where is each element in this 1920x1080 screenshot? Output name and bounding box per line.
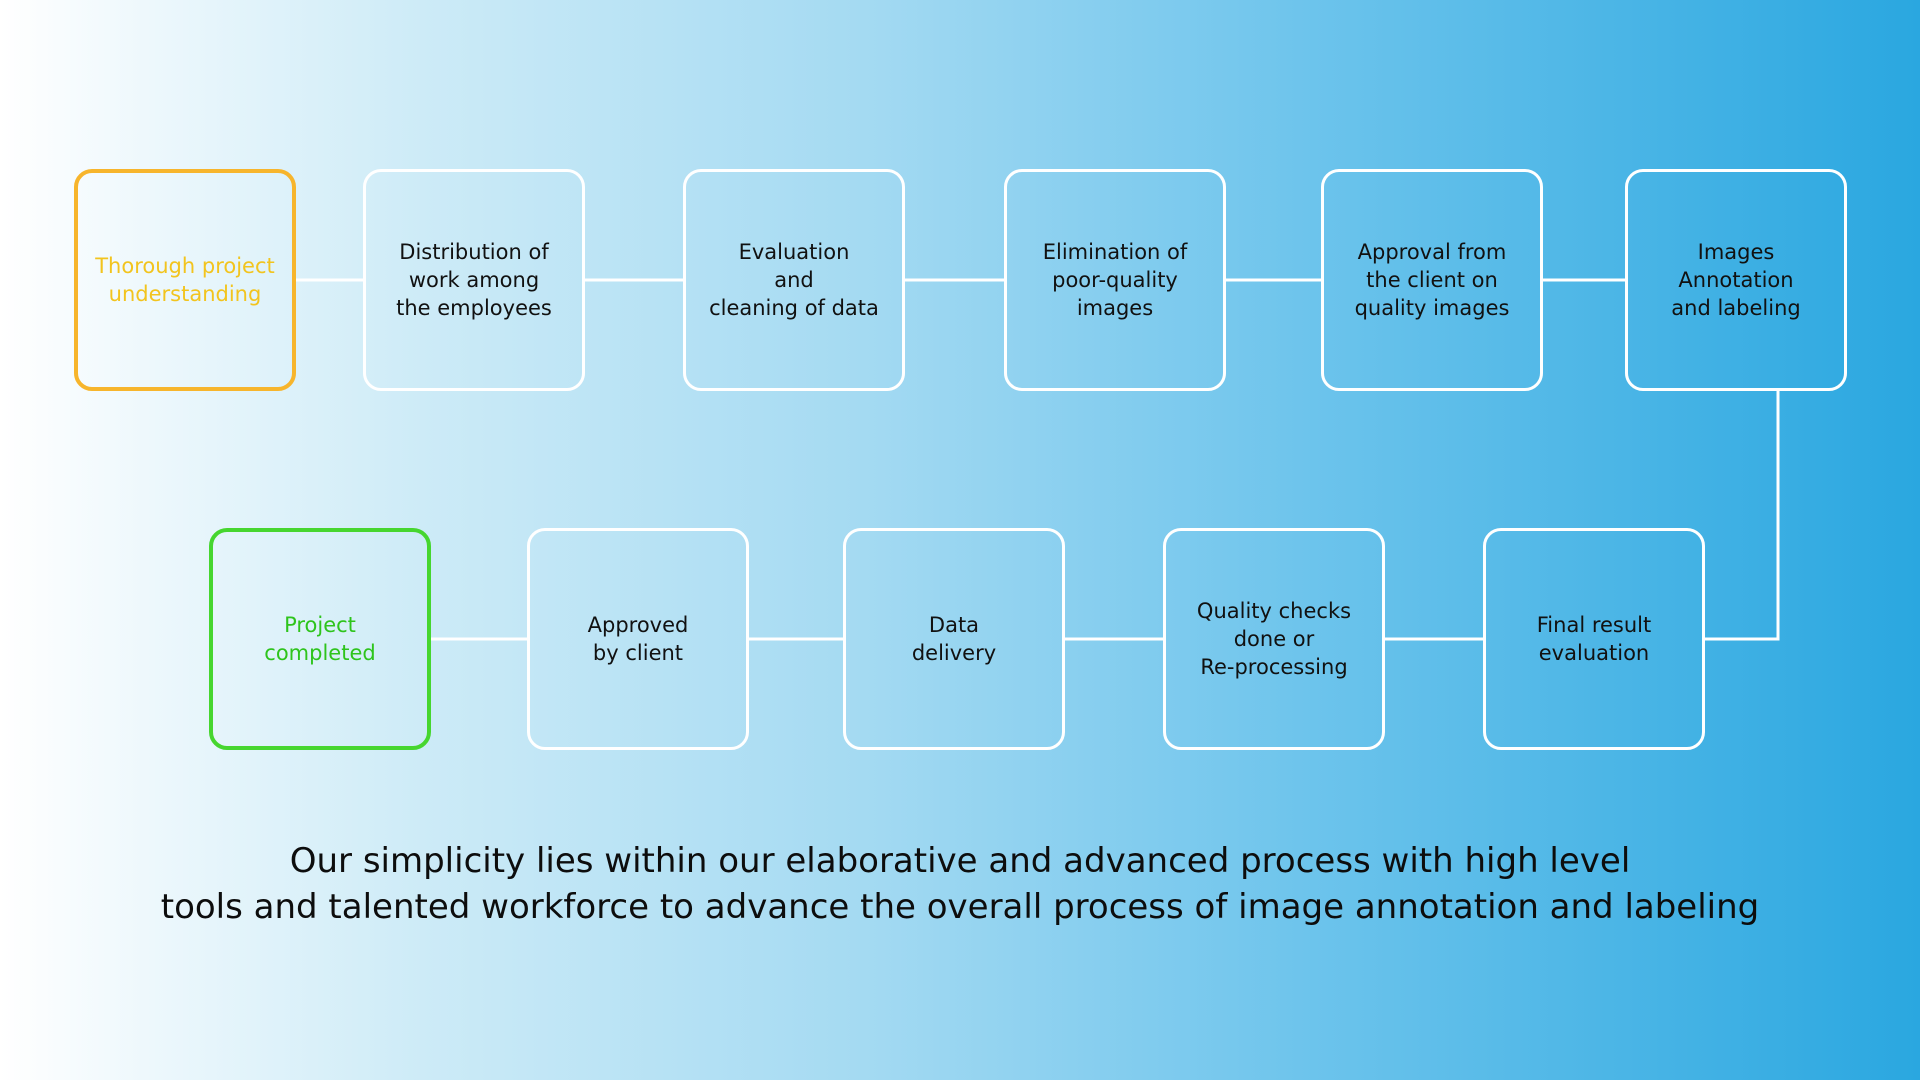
step-thorough-project-understanding: Thorough project understanding: [74, 169, 296, 391]
step-images-annotation-labeling: Images Annotation and labeling: [1625, 169, 1847, 391]
step-data-delivery: Data delivery: [843, 528, 1065, 750]
connector-6-7: [1705, 391, 1780, 641]
step-label: Images Annotation and labeling: [1671, 240, 1801, 320]
step-label: Project completed: [264, 613, 376, 665]
tagline: Our simplicity lies within our elaborati…: [0, 838, 1920, 930]
step-approval-from-client: Approval from the client on quality imag…: [1321, 169, 1543, 391]
step-label: Thorough project understanding: [95, 254, 275, 306]
tagline-line-2: tools and talented workforce to advance …: [160, 887, 1760, 927]
step-label: Evaluation and cleaning of data: [709, 240, 879, 320]
step-label: Elimination of poor-quality images: [1042, 240, 1188, 320]
step-elimination-poor-quality: Elimination of poor-quality images: [1004, 169, 1226, 391]
step-label: Final result evaluation: [1536, 613, 1652, 665]
step-final-result-evaluation: Final result evaluation: [1483, 528, 1705, 750]
step-project-completed: Project completed: [209, 528, 431, 750]
step-label: Data delivery: [911, 613, 997, 665]
tagline-line-1: Our simplicity lies within our elaborati…: [289, 841, 1631, 881]
step-label: Quality checks done or Re-processing: [1196, 599, 1352, 679]
step-distribution-of-work: Distribution of work among the employees: [363, 169, 585, 391]
step-approved-by-client: Approved by client: [527, 528, 749, 750]
step-quality-checks: Quality checks done or Re-processing: [1163, 528, 1385, 750]
step-label: Approval from the client on quality imag…: [1354, 240, 1510, 320]
step-label: Distribution of work among the employees: [396, 240, 552, 320]
step-label: Approved by client: [587, 613, 689, 665]
step-evaluation-cleaning-data: Evaluation and cleaning of data: [683, 169, 905, 391]
